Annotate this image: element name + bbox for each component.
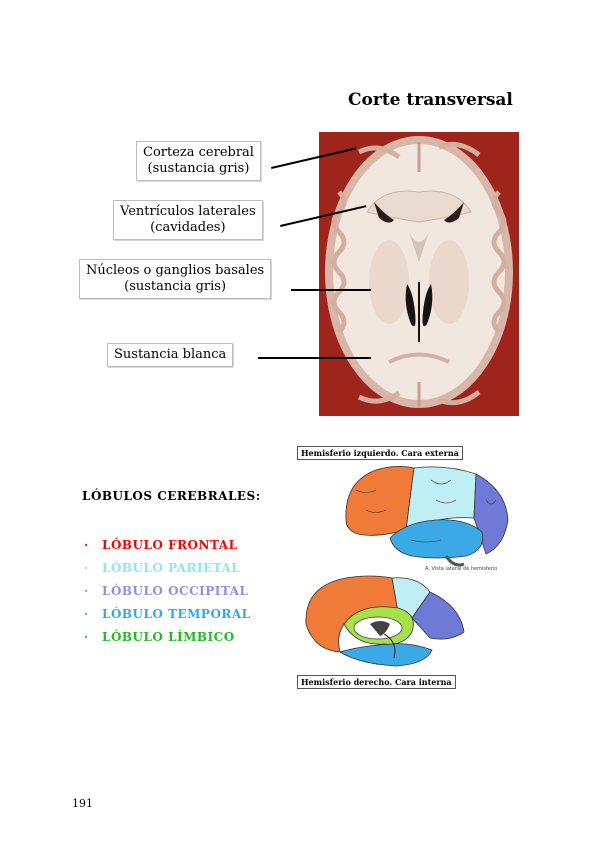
lobe-item-frontal: · LÓBULO FRONTAL: [84, 538, 238, 552]
page-number: 191: [72, 797, 93, 810]
label-nuclei: Núcleos o ganglios basales (sustancia gr…: [79, 259, 272, 299]
bullet: ·: [84, 630, 89, 644]
medial-hemisphere-diagram: [305, 575, 465, 667]
bullet: ·: [84, 607, 89, 621]
label-white-matter: Sustancia blanca: [107, 343, 234, 367]
lobe-item-occipital: · LÓBULO OCCIPITAL: [84, 584, 248, 598]
brain-cross-section-image: [319, 132, 519, 416]
page-title: Corte transversal: [348, 90, 513, 110]
lobe-label: LÓBULO OCCIPITAL: [102, 584, 249, 598]
lobe-item-limbic: · LÓBULO LÍMBICO: [84, 630, 235, 644]
label-ventricles-line2: (cavidades): [150, 220, 226, 235]
lobes-heading: LÓBULOS CEREBRALES:: [82, 489, 261, 503]
lobe-item-parietal: · LÓBULO PARIETAL: [84, 561, 240, 575]
lobe-label: LÓBULO TEMPORAL: [102, 607, 251, 621]
diagram-small-note: A. Vista lateral de hemisferio: [425, 566, 498, 572]
label-ventricles: Ventrículos laterales (cavidades): [113, 200, 263, 240]
bullet: ·: [84, 538, 89, 552]
lobe-item-temporal: · LÓBULO TEMPORAL: [84, 607, 251, 621]
label-cortex-line1: Corteza cerebral: [143, 145, 254, 160]
label-nuclei-line1: Núcleos o ganglios basales: [86, 263, 265, 278]
label-cortex: Corteza cerebral (sustancia gris): [136, 141, 261, 181]
lateral-hemisphere-diagram: [345, 466, 509, 567]
diagram-caption-medial: Hemisferio derecho. Cara interna: [297, 675, 456, 689]
lobe-label: LÓBULO PARIETAL: [102, 561, 241, 575]
pointer-line-nuclei: [291, 289, 371, 291]
bullet: ·: [84, 561, 89, 575]
label-nuclei-line2: (sustancia gris): [124, 279, 227, 294]
label-white-line1: Sustancia blanca: [114, 347, 227, 362]
bullet: ·: [84, 584, 89, 598]
label-cortex-line2: (sustancia gris): [147, 161, 250, 176]
diagram-caption-lateral: Hemisferio izquierdo. Cara externa: [297, 446, 463, 460]
lobe-label: LÓBULO FRONTAL: [102, 538, 238, 552]
label-ventricles-line1: Ventrículos laterales: [120, 204, 256, 219]
pointer-line-white: [258, 357, 371, 359]
lobe-label: LÓBULO LÍMBICO: [102, 630, 235, 644]
